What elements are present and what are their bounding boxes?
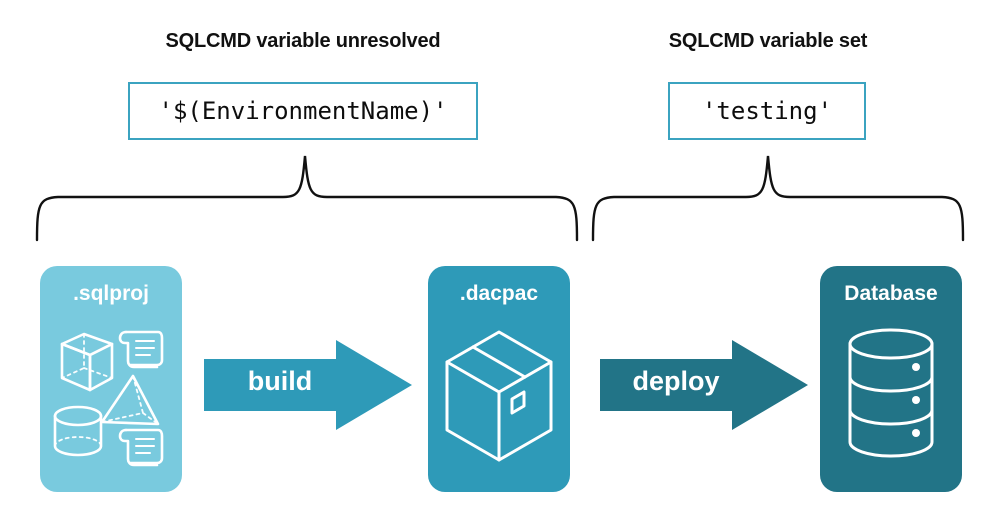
database-status-dots bbox=[912, 363, 920, 437]
heading-sqlcmd-variable-unresolved: SQLCMD variable unresolved bbox=[165, 30, 441, 52]
arrow-deploy-icon bbox=[600, 340, 808, 430]
pyramid-icon bbox=[100, 374, 160, 426]
scroll-icon bbox=[118, 428, 164, 467]
stage-box-dacpac: .dacpac bbox=[428, 266, 570, 492]
stage-box-sqlproj: .sqlproj bbox=[40, 266, 182, 492]
database-art bbox=[848, 328, 934, 458]
stage-label-sqlproj: .sqlproj bbox=[73, 282, 149, 305]
arrow-deploy: deploy bbox=[600, 340, 808, 430]
dacpac-package-art bbox=[445, 330, 553, 462]
code-value-set: 'testing' bbox=[668, 82, 866, 140]
stage-label-database: Database bbox=[844, 282, 938, 305]
scroll-icon bbox=[118, 330, 164, 369]
code-value-unresolved: '$(EnvironmentName)' bbox=[128, 82, 478, 140]
arrow-build-icon bbox=[204, 340, 412, 430]
stage-label-dacpac: .dacpac bbox=[459, 282, 539, 305]
heading-sqlcmd-variable-set: SQLCMD variable set bbox=[668, 30, 868, 52]
arrow-build: build bbox=[204, 340, 412, 430]
database-cylinder-icon bbox=[848, 328, 934, 458]
cube-icon bbox=[60, 332, 114, 392]
brace-right-icon bbox=[591, 155, 965, 242]
sqlproj-artifacts-art bbox=[53, 330, 164, 467]
brace-left-icon bbox=[35, 155, 579, 242]
cylinder-icon bbox=[53, 405, 103, 457]
package-box-icon bbox=[445, 330, 553, 462]
stage-box-database: Database bbox=[820, 266, 962, 492]
